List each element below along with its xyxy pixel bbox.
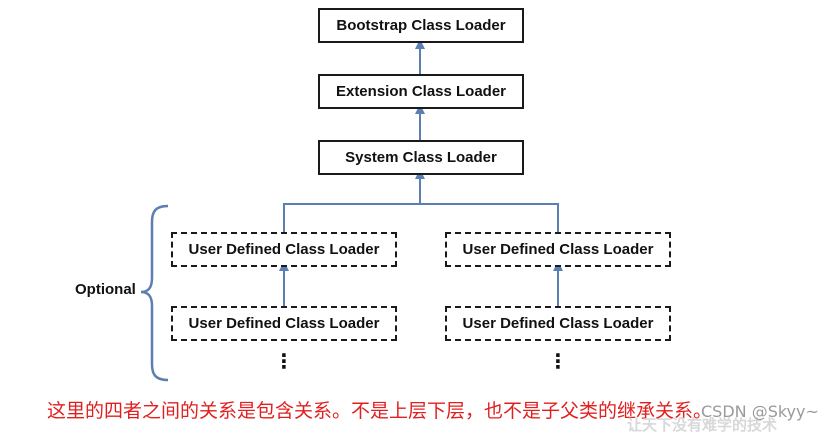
- optional-brace: [140, 204, 169, 382]
- extension-class-loader-node: Extension Class Loader: [318, 74, 524, 109]
- csdn-watermark: CSDN @Skyy~: [701, 402, 819, 421]
- optional-label: Optional: [75, 281, 136, 298]
- ellipsis-left: ⋮: [274, 351, 294, 373]
- relationship-caption: 这里的四者之间的关系是包含关系。不是上层下层，也不是子父类的继承关系。: [47, 400, 713, 422]
- connector-left-branch: [283, 203, 420, 233]
- connector-right-branch: [420, 203, 559, 233]
- user-defined-class-loader-right-top: User Defined Class Loader: [445, 232, 671, 267]
- user-defined-class-loader-right-bottom: User Defined Class Loader: [445, 306, 671, 341]
- user-defined-class-loader-left-top: User Defined Class Loader: [171, 232, 397, 267]
- bootstrap-class-loader-node: Bootstrap Class Loader: [318, 8, 524, 43]
- system-class-loader-node: System Class Loader: [318, 140, 524, 175]
- ellipsis-right: ⋮: [548, 351, 568, 373]
- user-defined-class-loader-left-bottom: User Defined Class Loader: [171, 306, 397, 341]
- faded-watermark: 让天下没有难学的技术: [627, 416, 778, 434]
